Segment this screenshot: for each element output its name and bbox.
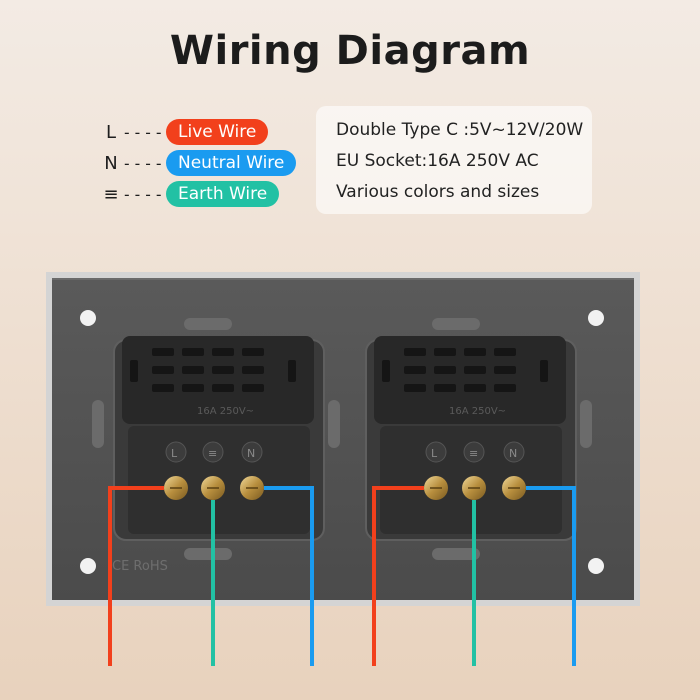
mount-hole <box>588 310 604 326</box>
terminal-label-live: L <box>171 447 178 460</box>
spec-usb: Double Type C :5V~12V/20W <box>336 120 584 140</box>
socket-module-right: 16A 250V~ L ≡ N <box>365 336 577 541</box>
terminal-label-neutral: N <box>509 447 517 460</box>
cert-mark: CE RoHS <box>112 559 168 574</box>
live-symbol: L <box>105 121 117 143</box>
legend-dashes: ---- <box>122 153 165 173</box>
live-wire-pill: Live Wire <box>166 119 269 145</box>
legend-dashes: ---- <box>122 184 165 204</box>
earth-wire-pill: Earth Wire <box>166 181 280 207</box>
legend-earth: ≡ ---- Earth Wire <box>100 181 280 207</box>
legend-dashes: ---- <box>122 122 165 142</box>
mount-hole <box>80 558 96 574</box>
module-rating: 16A 250V~ <box>197 406 254 417</box>
terminal-label-neutral: N <box>247 447 255 460</box>
terminal-label-earth: ≡ <box>469 447 478 460</box>
neutral-wire <box>264 486 314 666</box>
live-wire <box>108 486 164 666</box>
live-wire <box>372 486 424 666</box>
mount-hole <box>588 558 604 574</box>
terminal-label-earth: ≡ <box>208 447 217 460</box>
terminal-label-live: L <box>431 447 438 460</box>
mount-hole <box>80 310 96 326</box>
neutral-wire-pill: Neutral Wire <box>166 150 297 176</box>
neutral-symbol: N <box>104 152 118 174</box>
spec-socket: EU Socket:16A 250V AC <box>336 151 539 171</box>
socket-module-left: 16A 250V~ L ≡ N <box>113 336 325 541</box>
neutral-wire <box>526 486 576 666</box>
spec-variants: Various colors and sizes <box>336 182 540 202</box>
legend-live: L ---- Live Wire <box>100 119 269 145</box>
spec-card: Double Type C :5V~12V/20W EU Socket:16A … <box>316 106 592 214</box>
page-title: Wiring Diagram <box>169 28 531 74</box>
legend-neutral: N ---- Neutral Wire <box>100 150 297 176</box>
earth-symbol: ≡ <box>103 183 119 205</box>
module-rating: 16A 250V~ <box>449 406 506 417</box>
